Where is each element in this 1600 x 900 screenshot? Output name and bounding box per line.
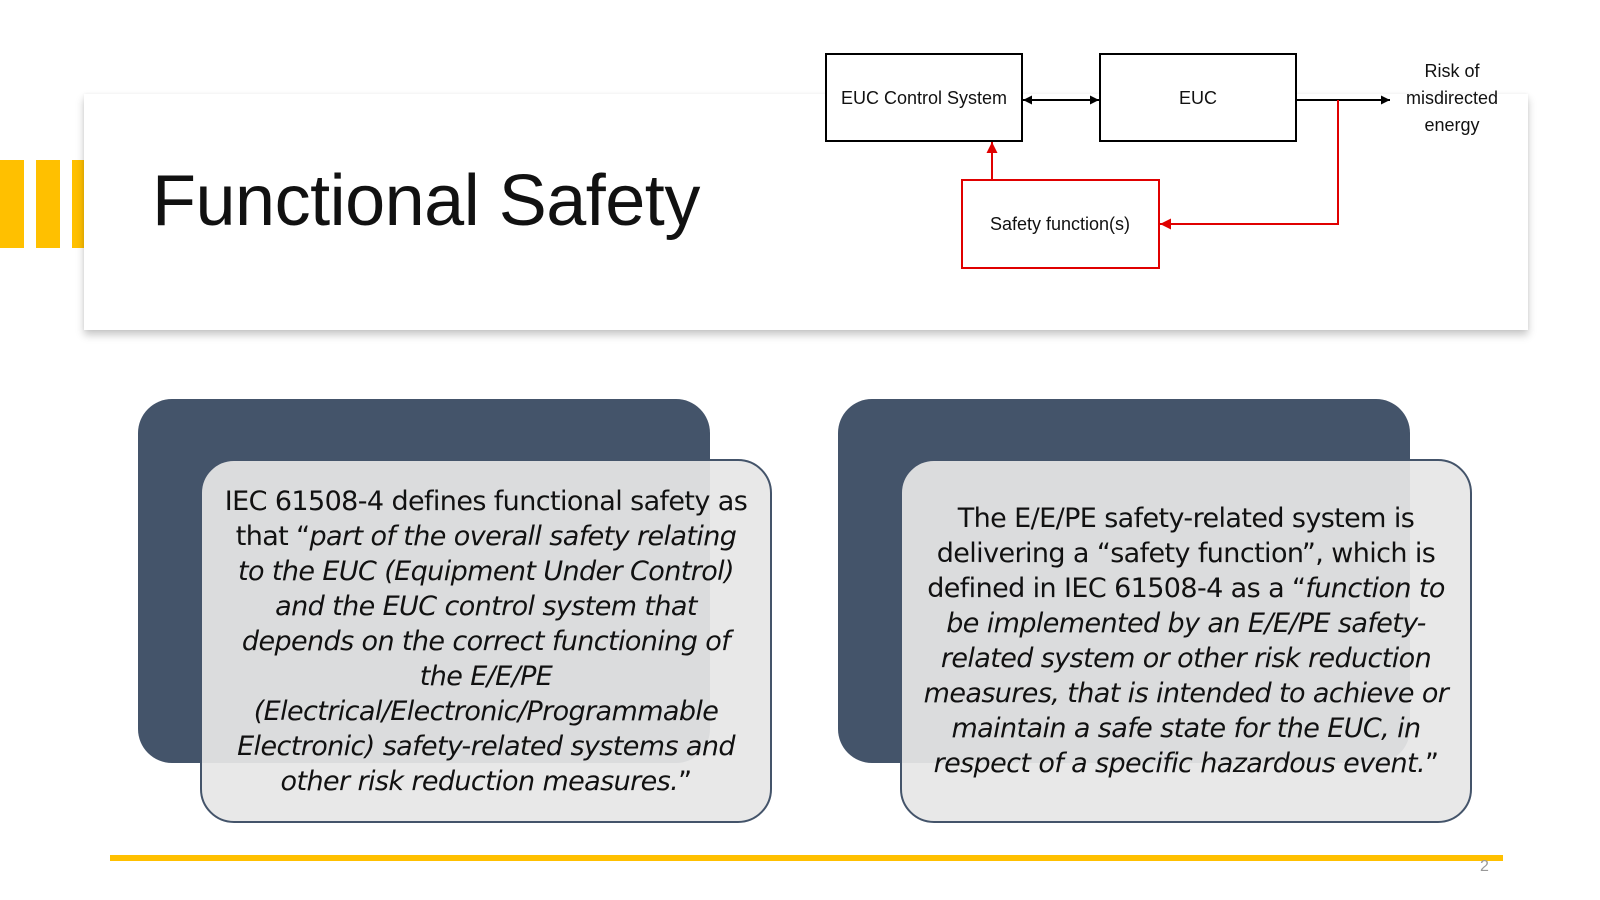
card-right-quote: function to be implemented by an E/E/PE …	[923, 573, 1449, 779]
card-left-quote: part of the overall safety relating to t…	[237, 520, 737, 797]
accent-bar-2	[36, 160, 60, 248]
card-right-text: The E/E/PE safety-related system is deli…	[920, 501, 1452, 781]
card-left-closing: ”	[678, 765, 692, 797]
risk-label-line1: Risk of	[1424, 61, 1480, 81]
card-right-closing: ”	[1425, 748, 1439, 779]
euc-control-system-box	[825, 53, 1023, 142]
card-right-intro: The E/E/PE safety-related system is deli…	[927, 503, 1436, 604]
slide-title: Functional Safety	[152, 161, 700, 241]
accent-bar-1	[0, 160, 24, 248]
risk-label-line3: energy	[1424, 115, 1479, 135]
accent-bar-3	[72, 160, 84, 248]
card-left-front: IEC 61508-4 defines functional safety as…	[200, 459, 772, 823]
euc-box	[1099, 53, 1297, 142]
euc-control-system-label: EUC Control System	[841, 88, 1007, 108]
card-left-intro: IEC 61508-4 defines functional safety as…	[224, 485, 748, 552]
page-number: 2	[1480, 858, 1489, 875]
safety-functions-label: Safety function(s)	[990, 214, 1130, 234]
risk-label-line2: misdirected	[1406, 88, 1498, 108]
safety-functions-box	[961, 179, 1160, 269]
card-right-front: The E/E/PE safety-related system is deli…	[900, 459, 1472, 823]
euc-label: EUC	[1179, 88, 1217, 108]
card-left-text: IEC 61508-4 defines functional safety as…	[220, 484, 752, 799]
feedback-to-safety-arrow	[1160, 100, 1339, 230]
footer-accent-line	[110, 855, 1503, 861]
